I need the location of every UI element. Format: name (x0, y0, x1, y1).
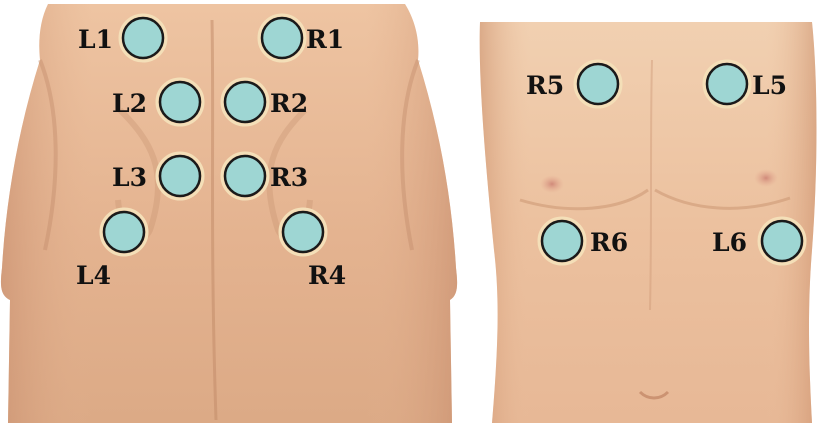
point-marker-R3 (225, 156, 265, 196)
back-torso-side-shading (1, 4, 457, 423)
point-marker-L4 (104, 212, 144, 252)
point-label-R5: R5 (526, 71, 564, 100)
point-marker-R1 (262, 18, 302, 58)
point-marker-R5 (578, 64, 618, 104)
point-marker-L3 (160, 156, 200, 196)
right-nipple (540, 175, 564, 193)
point-marker-R4 (283, 212, 323, 252)
left-nipple (754, 169, 778, 187)
point-label-R1: R1 (306, 25, 344, 54)
point-label-L5: L5 (752, 71, 787, 100)
point-label-L4: L4 (76, 261, 111, 290)
point-label-L1: L1 (78, 25, 113, 54)
point-marker-L1 (123, 18, 163, 58)
point-marker-R2 (225, 82, 265, 122)
point-marker-L5 (707, 64, 747, 104)
point-label-R3: R3 (270, 163, 308, 192)
point-marker-L6 (762, 221, 802, 261)
point-label-L2: L2 (112, 89, 147, 118)
back-torso-illustration (1, 4, 457, 423)
point-marker-L2 (160, 82, 200, 122)
point-label-L3: L3 (112, 163, 147, 192)
point-label-R6: R6 (590, 228, 628, 257)
point-label-L6: L6 (712, 228, 747, 257)
point-label-R2: R2 (270, 89, 308, 118)
point-label-R4: R4 (308, 261, 346, 290)
point-marker-R6 (542, 221, 582, 261)
